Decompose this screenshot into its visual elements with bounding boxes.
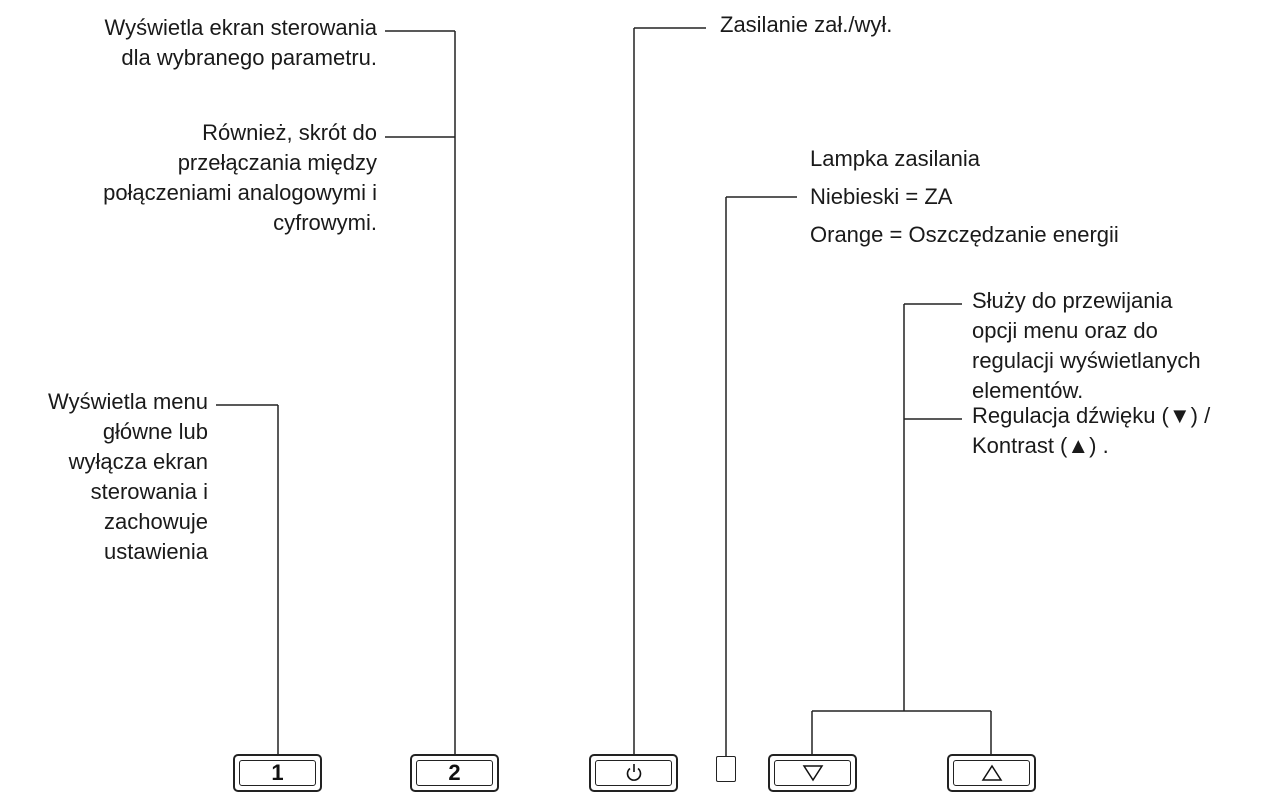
annotation-line: Lampka zasilania [810,146,980,171]
down-triangle-icon [802,765,823,782]
button-1-label: 1 [271,760,284,785]
power-icon [626,764,641,781]
button-1[interactable]: 1 [233,754,322,792]
down-button[interactable] [768,754,857,792]
down-button-face [774,760,851,786]
annotation-line: opcji menu oraz do [972,318,1158,343]
annotation-scroll: Służy do przewijania opcji menu oraz do … [972,286,1272,406]
annotation-line: elementów. [972,378,1084,403]
annotation-line: Orange = Oszczędzanie energii [810,222,1119,247]
power-lamp [716,756,736,782]
annotation-line: dla wybranego parametru. [121,45,377,70]
annotation-line: Niebieski = ZA [810,184,953,209]
annotation-display-control: Wyświetla ekran sterowania dla wybranego… [20,13,377,73]
annotation-line: Służy do przewijania [972,288,1173,313]
annotation-line: sterowania i [90,479,208,504]
annotation-menu: Wyświetla menu główne lub wyłącza ekran … [0,387,208,567]
annotation-line: regulacji wyświetlanych [972,348,1201,373]
annotation-line: połączeniami analogowymi i [103,180,377,205]
button-1-face: 1 [239,760,316,786]
up-button-face [953,760,1030,786]
button-2-face: 2 [416,760,493,786]
annotation-lamp: Lampka zasilania Niebieski = ZA Orange =… [810,140,1210,254]
annotation-line: Kontrast (▲) . [972,433,1109,458]
annotation-line: cyfrowymi. [273,210,377,235]
annotation-power: Zasilanie zał./wył. [720,10,1020,40]
annotation-line: ustawienia [104,539,208,564]
annotation-line: Regulacja dźwięku (▼) / [972,403,1211,428]
up-button[interactable] [947,754,1036,792]
button-2-label: 2 [448,760,461,785]
power-button-face [595,760,672,786]
power-button[interactable] [589,754,678,792]
annotation-line: Wyświetla ekran sterowania [104,15,377,40]
annotation-line: Również, skrót do [202,120,377,145]
annotation-line: przełączania między [177,150,377,175]
annotation-line: zachowuje [104,509,208,534]
up-triangle-icon [981,764,1002,781]
annotation-shortcut: Również, skrót do przełączania między po… [20,118,377,238]
button-2[interactable]: 2 [410,754,499,792]
annotation-line: wyłącza ekran [68,449,208,474]
annotation-line: główne lub [102,419,208,444]
annotation-line: Zasilanie zał./wył. [720,12,893,37]
annotation-volume: Regulacja dźwięku (▼) / Kontrast (▲) . [972,401,1272,461]
annotation-line: Wyświetla menu [48,389,208,414]
